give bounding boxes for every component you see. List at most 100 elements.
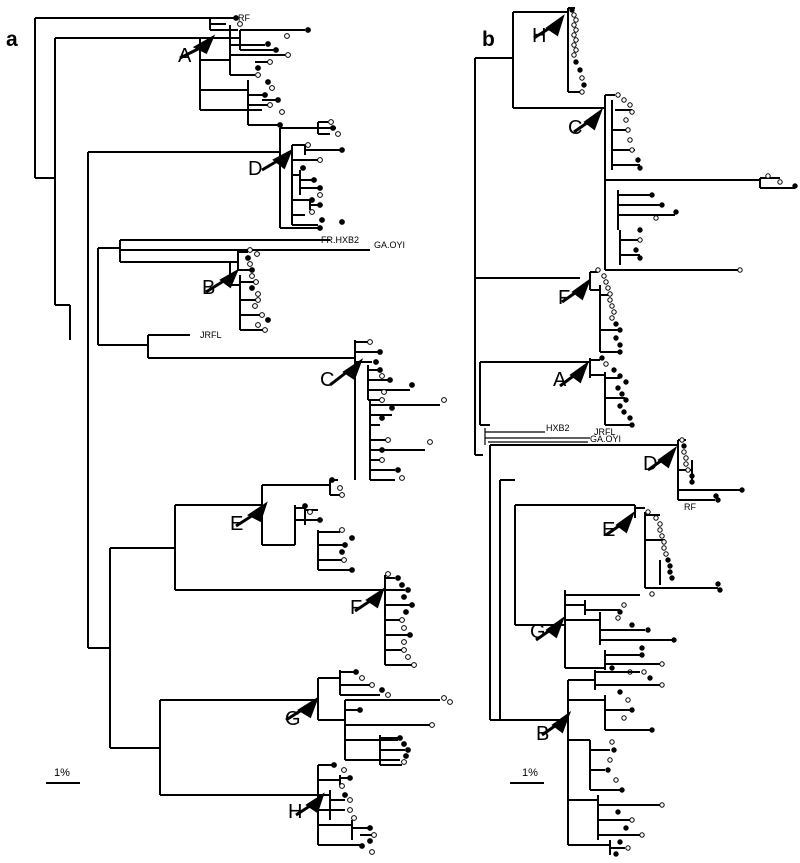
- tree-branch: [339, 670, 440, 761]
- panel-a-scale-bar: 1%: [46, 767, 80, 784]
- tip-open-marker: [607, 297, 613, 303]
- panel-b-clade-G: G: [530, 590, 677, 675]
- tip-open-marker: [401, 759, 407, 765]
- tip-filled-marker: [605, 767, 611, 773]
- tip-filled-marker: [342, 792, 348, 798]
- tip-filled-marker: [629, 707, 635, 713]
- tip-filled-marker: [627, 415, 633, 421]
- tip-filled-marker: [633, 247, 639, 253]
- tree-branch: [611, 100, 640, 170]
- tip-filled-marker: [275, 97, 281, 103]
- panel-b-scale-bar: 1%: [510, 767, 544, 784]
- tip-filled-marker: [613, 321, 619, 327]
- tip-filled-marker: [611, 747, 617, 753]
- panel-a-arrow-H: [295, 792, 325, 817]
- tree-branch: [329, 775, 372, 840]
- tree-branch: [369, 400, 440, 481]
- tip-filled-marker: [342, 542, 348, 548]
- tip-filled-marker: [317, 225, 323, 231]
- panel-a-clade-F-label: F: [350, 597, 362, 619]
- tip-open-marker: [653, 515, 659, 521]
- tip-filled-marker: [629, 622, 635, 628]
- tip-open-marker: [255, 322, 261, 328]
- panel-b-clade-F: F: [558, 267, 623, 355]
- panel-a-clade-C-label: C: [320, 369, 334, 391]
- tree-branch: [594, 670, 660, 731]
- tip-open-marker: [339, 492, 345, 498]
- tip-open-marker: [247, 261, 253, 267]
- tip-open-marker: [571, 32, 577, 38]
- tip-open-marker: [625, 845, 631, 851]
- tip-open-marker: [627, 137, 633, 143]
- tree-branch: [174, 504, 370, 591]
- tree-branch: [299, 145, 340, 210]
- tree-branch: [87, 151, 280, 649]
- tip-filled-marker: [647, 675, 653, 681]
- tip-filled-marker: [330, 125, 336, 131]
- tip-open-marker: [317, 157, 323, 163]
- tree-branch: [567, 679, 610, 846]
- tip-filled-marker: [273, 47, 279, 53]
- tip-open-marker: [255, 297, 261, 303]
- tip-filled-marker: [407, 632, 413, 638]
- tip-filled-marker: [665, 557, 671, 563]
- tip-open-marker: [607, 291, 613, 297]
- tip-filled-marker: [629, 422, 635, 428]
- panel-b-arrow-C: [573, 107, 604, 134]
- tip-filled-marker: [317, 202, 323, 208]
- tip-filled-marker: [615, 385, 621, 391]
- tip-filled-marker: [615, 809, 621, 815]
- tip-filled-marker: [639, 652, 645, 658]
- panel-b-clade-E: E: [602, 505, 723, 593]
- panel-a-clade-G-label: G: [285, 708, 301, 730]
- tip-open-marker: [317, 192, 323, 198]
- tree-branch: [474, 57, 580, 456]
- tip-filled-marker: [329, 477, 335, 483]
- tip-filled-marker: [617, 609, 623, 615]
- tip-filled-marker: [403, 753, 409, 759]
- tip-open-marker: [571, 22, 577, 28]
- tip-filled-marker: [577, 67, 583, 73]
- panel-b-arrow-B: [541, 710, 572, 737]
- tip-filled-marker: [715, 497, 721, 503]
- tip-filled-marker: [681, 443, 687, 449]
- tip-open-marker: [253, 279, 259, 285]
- tip-filled-marker: [245, 255, 251, 261]
- tip-open-marker: [427, 439, 433, 445]
- panel-b-clade-H: H: [532, 7, 587, 95]
- tip-open-marker: [625, 697, 631, 703]
- panel-a-label-ga-oyi: GA.OYI: [374, 240, 405, 250]
- tip-filled-marker: [792, 183, 798, 189]
- tree-branch: [279, 127, 320, 229]
- panel-b-letter: b: [482, 28, 495, 51]
- tip-open-marker: [339, 783, 345, 789]
- tip-open-marker: [347, 797, 353, 803]
- tip-open-marker: [411, 662, 417, 668]
- tip-open-marker: [341, 767, 347, 773]
- panel-a-clade-G: G: [285, 669, 453, 766]
- panel-a-clade-A-label: A: [178, 45, 192, 67]
- panel-b-tree: b H: [474, 7, 798, 857]
- tree-branch: [479, 361, 590, 426]
- tree-branch: [34, 17, 210, 340]
- panel-b-arrow-G: [535, 615, 566, 642]
- tip-filled-marker: [331, 762, 337, 768]
- tip-open-marker: [359, 675, 365, 681]
- tip-filled-marker: [317, 185, 323, 191]
- tree-branch: [604, 94, 760, 271]
- tip-open-marker: [441, 695, 447, 701]
- tip-filled-marker: [379, 415, 385, 421]
- panel-a-clade-C: C: [320, 339, 447, 481]
- tip-open-marker: [609, 315, 615, 321]
- tip-open-marker: [379, 373, 385, 379]
- tree-branch: [317, 121, 336, 135]
- tip-open-marker: [765, 173, 771, 179]
- tip-open-marker: [385, 437, 391, 443]
- tip-filled-marker: [265, 317, 271, 323]
- tip-open-marker: [337, 485, 343, 491]
- tree-branch: [589, 740, 660, 855]
- tip-open-marker: [621, 715, 627, 721]
- panel-b-clade-D-label: D: [643, 453, 657, 475]
- tip-open-marker: [615, 92, 621, 98]
- tip-open-marker: [269, 85, 275, 91]
